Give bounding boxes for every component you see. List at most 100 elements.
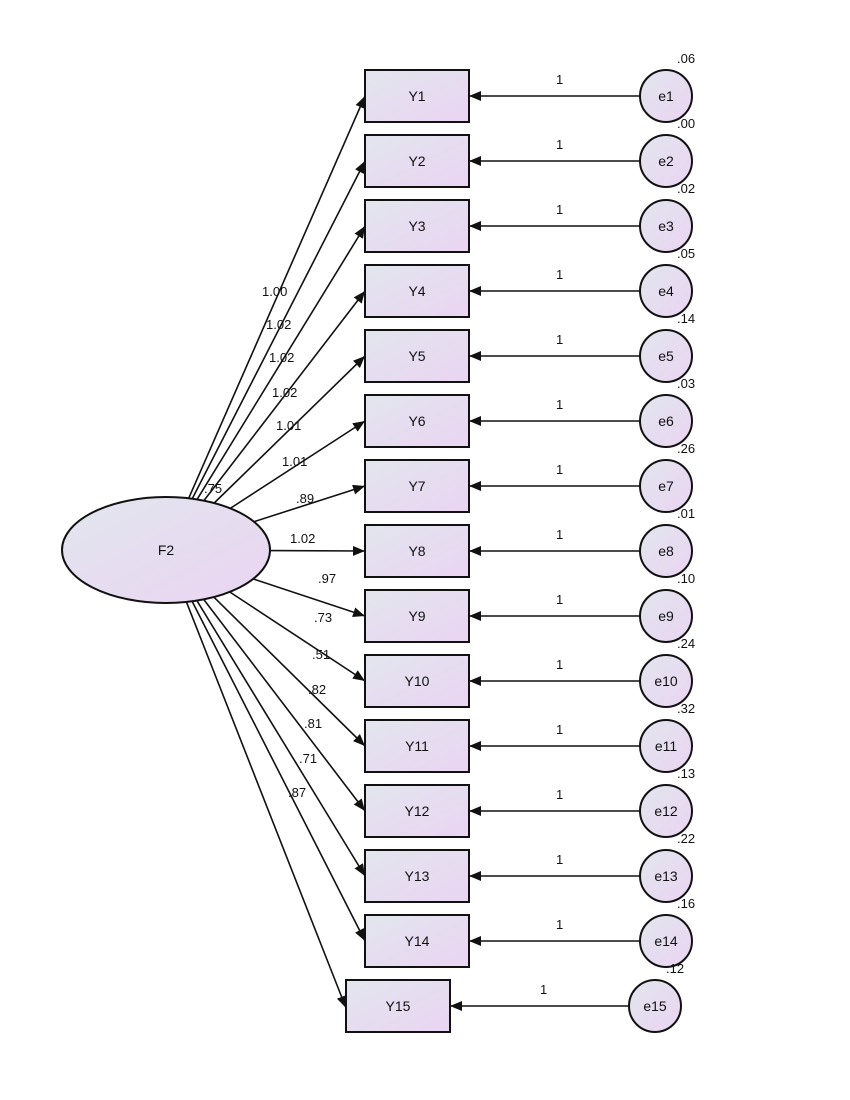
indicator-box[interactable] xyxy=(364,784,470,838)
error-circle[interactable] xyxy=(639,524,693,578)
loading-path-y11[interactable] xyxy=(212,596,366,747)
error-circle[interactable] xyxy=(639,329,693,383)
indicator-label: Y2 xyxy=(408,153,425,169)
error-circle[interactable] xyxy=(639,654,693,708)
error-path-label-e7: 1 xyxy=(556,462,563,477)
error-variance-label-e8: .01 xyxy=(677,506,695,521)
indicator-box[interactable] xyxy=(364,199,470,253)
error-circle[interactable] xyxy=(639,264,693,318)
indicator-box[interactable] xyxy=(364,69,470,123)
indicator-box[interactable] xyxy=(345,979,451,1033)
loading-path-y10[interactable] xyxy=(228,590,366,682)
loading-path-y1[interactable] xyxy=(187,95,366,500)
indicator-node-y3[interactable]: Y3 xyxy=(364,199,470,253)
error-circle[interactable] xyxy=(639,719,693,773)
error-node-e5[interactable]: e5 xyxy=(639,329,693,383)
indicator-node-y4[interactable]: Y4 xyxy=(364,264,470,318)
indicator-node-y15[interactable]: Y15 xyxy=(345,979,451,1033)
indicator-node-y14[interactable]: Y14 xyxy=(364,914,470,968)
indicator-box[interactable] xyxy=(364,849,470,903)
error-label: e8 xyxy=(658,543,674,559)
indicator-node-y13[interactable]: Y13 xyxy=(364,849,470,903)
indicator-label: Y6 xyxy=(408,413,425,429)
indicator-node-y11[interactable]: Y11 xyxy=(364,719,470,773)
loading-path-y7[interactable] xyxy=(252,484,366,523)
indicator-box[interactable] xyxy=(364,329,470,383)
loading-path-y6[interactable] xyxy=(229,420,366,510)
error-node-e8[interactable]: e8 xyxy=(639,524,693,578)
indicator-box[interactable] xyxy=(364,654,470,708)
loading-label-y7: .89 xyxy=(296,491,314,506)
loading-path-y4[interactable] xyxy=(202,290,366,502)
error-label: e12 xyxy=(654,803,678,819)
error-node-e6[interactable]: e6 xyxy=(639,394,693,448)
indicator-node-y9[interactable]: Y9 xyxy=(364,589,470,643)
paths-layer xyxy=(185,91,640,1011)
error-node-e9[interactable]: e9 xyxy=(639,589,693,643)
indicator-node-y6[interactable]: Y6 xyxy=(364,394,470,448)
error-path-label-e6: 1 xyxy=(556,397,563,412)
indicator-box[interactable] xyxy=(364,264,470,318)
loading-path-y15[interactable] xyxy=(185,601,347,1009)
error-node-e12[interactable]: e12 xyxy=(639,784,693,838)
error-path-label-e14: 1 xyxy=(556,917,563,932)
error-node-e14[interactable]: e14 xyxy=(639,914,693,968)
error-label: e13 xyxy=(654,868,678,884)
indicator-box[interactable] xyxy=(364,914,470,968)
indicator-node-y5[interactable]: Y5 xyxy=(364,329,470,383)
loading-path-y13[interactable] xyxy=(195,599,366,877)
loading-path-y2[interactable] xyxy=(191,160,366,500)
error-circle[interactable] xyxy=(639,589,693,643)
loading-label-y9: .97 xyxy=(318,571,336,586)
indicator-label: Y9 xyxy=(408,608,425,624)
loading-label-y3: 1.02 xyxy=(269,350,294,365)
indicator-node-y8[interactable]: Y8 xyxy=(364,524,470,578)
latent-ellipse[interactable] xyxy=(61,496,271,604)
error-variance-label-e10: .24 xyxy=(677,636,695,651)
error-circle[interactable] xyxy=(639,784,693,838)
error-label: e4 xyxy=(658,283,674,299)
error-node-e1[interactable]: e1 xyxy=(639,69,693,123)
loading-path-y9[interactable] xyxy=(252,577,366,617)
indicator-box[interactable] xyxy=(364,394,470,448)
error-circle[interactable] xyxy=(639,134,693,188)
error-circle[interactable] xyxy=(639,199,693,253)
error-label: e15 xyxy=(643,998,667,1014)
indicator-node-y1[interactable]: Y1 xyxy=(364,69,470,123)
error-circle[interactable] xyxy=(639,914,693,968)
indicator-box[interactable] xyxy=(364,524,470,578)
error-circle[interactable] xyxy=(639,69,693,123)
error-node-e10[interactable]: e10 xyxy=(639,654,693,708)
indicator-node-y12[interactable]: Y12 xyxy=(364,784,470,838)
loading-label-y1: 1.00 xyxy=(262,284,287,299)
indicator-box[interactable] xyxy=(364,589,470,643)
error-node-e15[interactable]: e15 xyxy=(628,979,682,1033)
error-node-e4[interactable]: e4 xyxy=(639,264,693,318)
error-variance-label-e14: .16 xyxy=(677,896,695,911)
loading-path-y12[interactable] xyxy=(202,598,366,812)
error-circle[interactable] xyxy=(639,459,693,513)
error-circle[interactable] xyxy=(639,394,693,448)
indicator-box[interactable] xyxy=(364,719,470,773)
loading-path-y14[interactable] xyxy=(191,600,366,942)
error-node-e11[interactable]: e11 xyxy=(639,719,693,773)
indicator-label: Y8 xyxy=(408,543,425,559)
error-variance-label-e6: .03 xyxy=(677,376,695,391)
loading-label-y8: 1.02 xyxy=(290,531,315,546)
loading-path-y5[interactable] xyxy=(213,355,366,505)
error-node-e7[interactable]: e7 xyxy=(639,459,693,513)
error-variance-label-e5: .14 xyxy=(677,311,695,326)
error-circle[interactable] xyxy=(628,979,682,1033)
indicator-box[interactable] xyxy=(364,459,470,513)
indicator-box[interactable] xyxy=(364,134,470,188)
latent-node-f2[interactable]: F2 xyxy=(61,496,271,604)
error-circle[interactable] xyxy=(639,849,693,903)
indicator-node-y7[interactable]: Y7 xyxy=(364,459,470,513)
error-node-e13[interactable]: e13 xyxy=(639,849,693,903)
error-node-e2[interactable]: e2 xyxy=(639,134,693,188)
loading-path-y3[interactable] xyxy=(196,225,366,501)
error-variance-label-e2: .00 xyxy=(677,116,695,131)
indicator-node-y2[interactable]: Y2 xyxy=(364,134,470,188)
error-node-e3[interactable]: e3 xyxy=(639,199,693,253)
indicator-node-y10[interactable]: Y10 xyxy=(364,654,470,708)
